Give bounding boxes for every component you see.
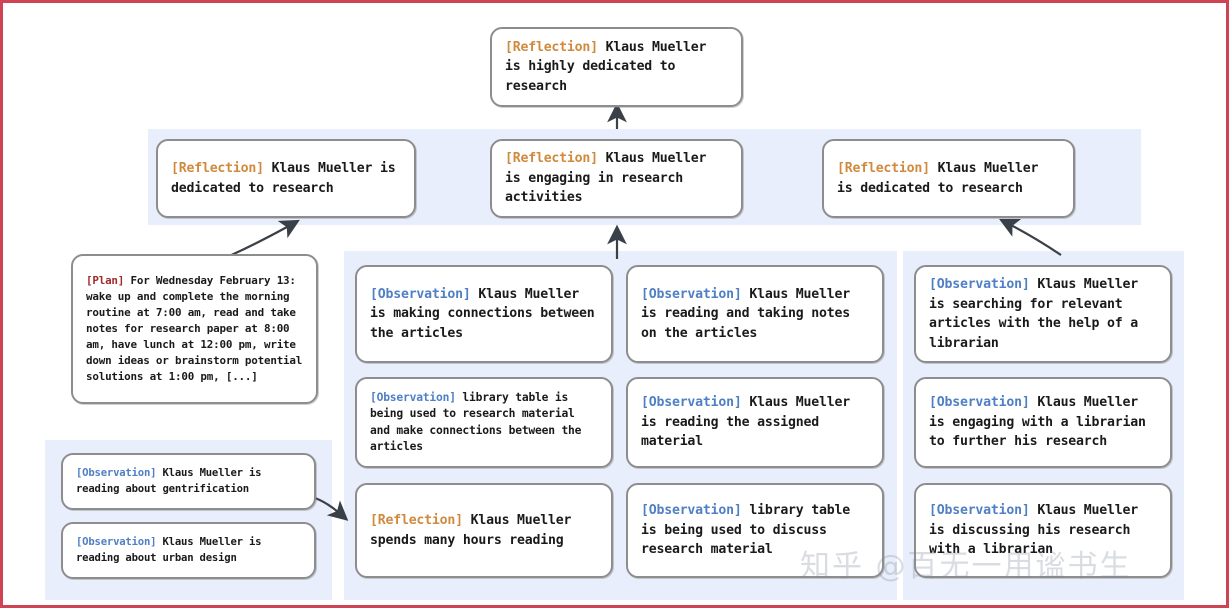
node-reflection-right[interactable]: [Reflection] Klaus Mueller is dedicated … (822, 139, 1075, 218)
node-text: [Reflection] Klaus Mueller is dedicated … (824, 159, 1073, 198)
tag-observation: [Observation] (641, 395, 742, 411)
node-text: [Observation] Klaus Mueller is searching… (916, 275, 1170, 353)
node-body: Klaus Mueller is searching for relevant … (929, 277, 1146, 351)
node-left-observation-2[interactable]: [Observation] Klaus Mueller is reading a… (61, 522, 316, 579)
node-col1-observation-1[interactable]: [Observation] Klaus Mueller is making co… (355, 265, 613, 363)
node-text: [Observation] Klaus Mueller is engaging … (916, 393, 1170, 452)
node-body: Klaus Mueller is dedicated to research (171, 161, 404, 196)
tag-observation: [Observation] (929, 395, 1030, 411)
node-text: [Reflection] Klaus Mueller is highly ded… (492, 38, 741, 97)
tag-observation: [Observation] (929, 277, 1030, 292)
node-col2-observation-3[interactable]: [Observation] library table is being use… (626, 483, 884, 578)
node-col3-observation-2[interactable]: [Observation] Klaus Mueller is engaging … (914, 377, 1172, 468)
node-body: Klaus Mueller is reading about gentrific… (76, 466, 268, 495)
node-body: Klaus Mueller spends many hours reading (370, 513, 579, 548)
node-text: [Plan] For Wednesday February 13: wake u… (73, 273, 316, 384)
node-plan[interactable]: [Plan] For Wednesday February 13: wake u… (71, 254, 318, 404)
node-body: Klaus Mueller is discussing his research… (929, 503, 1146, 558)
tag-reflection: [Reflection] (171, 161, 264, 176)
node-left-observation-1[interactable]: [Observation] Klaus Mueller is reading a… (61, 453, 316, 510)
tag-plan: [Plan] (86, 274, 125, 288)
node-text: [Reflection] Klaus Mueller is engaging i… (492, 149, 741, 208)
node-body: Klaus Mueller is highly dedicated to res… (505, 39, 714, 94)
node-text: [Observation] library table is being use… (357, 390, 611, 456)
node-col2-observation-2[interactable]: [Observation] Klaus Mueller is reading t… (626, 377, 884, 468)
node-body: Klaus Mueller is reading and taking note… (641, 286, 858, 341)
tag-observation: [Observation] (76, 535, 157, 548)
node-body: Klaus Mueller is reading about urban des… (76, 535, 268, 564)
node-reflection-left[interactable]: [Reflection] Klaus Mueller is dedicated … (156, 139, 416, 218)
node-root-reflection[interactable]: [Reflection] Klaus Mueller is highly ded… (490, 27, 743, 107)
node-col2-observation-1[interactable]: [Observation] Klaus Mueller is reading a… (626, 265, 884, 363)
tag-observation: [Observation] (929, 503, 1030, 519)
node-col3-observation-3[interactable]: [Observation] Klaus Mueller is discussin… (914, 483, 1172, 578)
node-body: For Wednesday February 13: wake up and c… (86, 274, 309, 383)
node-body: library table is being used to research … (370, 390, 588, 454)
node-body: Klaus Mueller is engaging in research ac… (505, 151, 714, 206)
node-col3-observation-1[interactable]: [Observation] Klaus Mueller is searching… (914, 265, 1172, 363)
node-col1-reflection[interactable]: [Reflection] Klaus Mueller spends many h… (355, 483, 613, 578)
node-body: library table is being used to discuss r… (641, 503, 858, 558)
node-text: [Observation] Klaus Mueller is reading a… (628, 285, 882, 344)
tag-reflection: [Reflection] (505, 39, 598, 55)
node-body: Klaus Mueller is making connections betw… (370, 286, 603, 341)
node-text: [Observation] Klaus Mueller is discussin… (916, 501, 1170, 560)
tag-observation: [Observation] (641, 503, 742, 519)
node-body: Klaus Mueller is engaging with a librari… (929, 395, 1154, 450)
node-body: Klaus Mueller is dedicated to research (837, 161, 1046, 196)
tag-reflection: [Reflection] (370, 513, 463, 528)
tag-reflection: [Reflection] (837, 161, 930, 176)
node-text: [Observation] Klaus Mueller is reading a… (63, 535, 314, 566)
tag-observation: [Observation] (370, 286, 471, 302)
node-reflection-middle[interactable]: [Reflection] Klaus Mueller is engaging i… (490, 139, 743, 218)
node-text: [Observation] Klaus Mueller is reading t… (628, 393, 882, 452)
node-text: [Reflection] Klaus Mueller is dedicated … (158, 159, 414, 198)
node-col1-observation-2[interactable]: [Observation] library table is being use… (355, 377, 613, 468)
tag-observation: [Observation] (370, 390, 456, 404)
tag-observation: [Observation] (641, 286, 742, 302)
node-text: [Observation] Klaus Mueller is making co… (357, 285, 611, 344)
node-body: Klaus Mueller is reading the assigned ma… (641, 395, 858, 450)
node-text: [Reflection] Klaus Mueller spends many h… (357, 511, 611, 550)
node-text: [Observation] library table is being use… (628, 501, 882, 560)
tag-reflection: [Reflection] (505, 151, 598, 167)
tag-observation: [Observation] (76, 466, 157, 479)
node-text: [Observation] Klaus Mueller is reading a… (63, 466, 314, 497)
